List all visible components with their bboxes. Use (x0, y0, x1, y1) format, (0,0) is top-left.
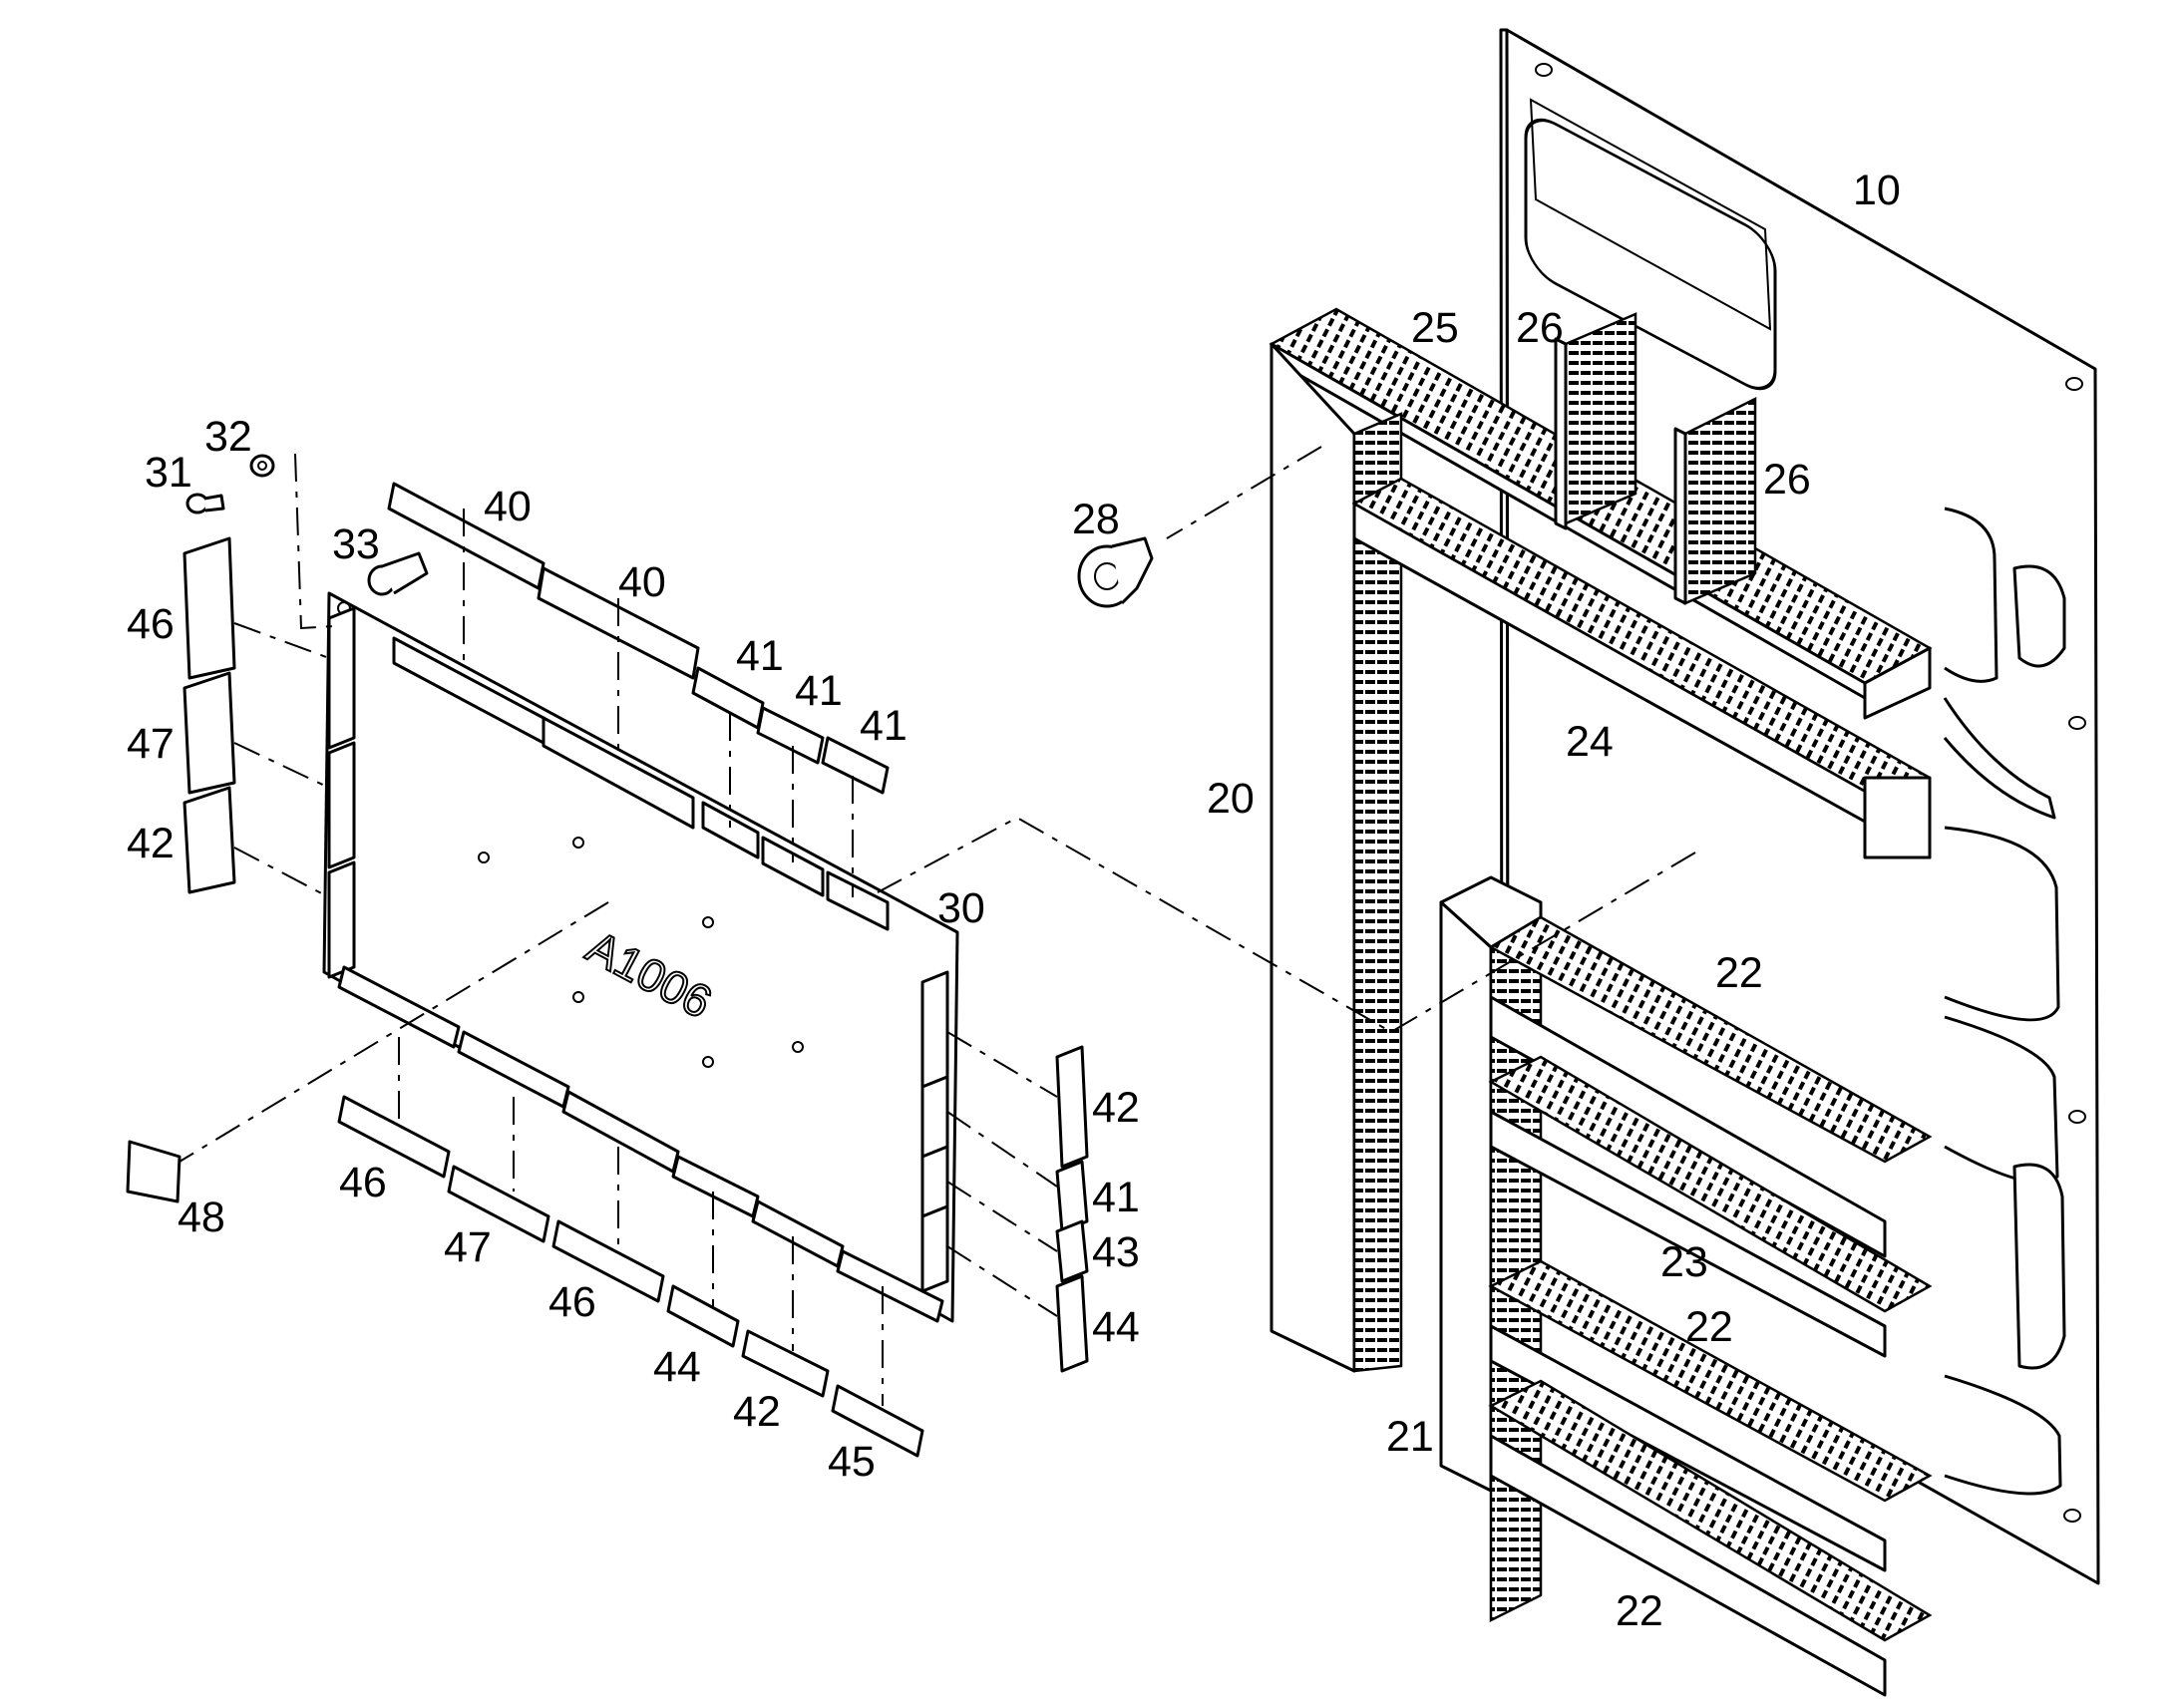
callout-44-right: 44 (1092, 1303, 1140, 1351)
leader-lines (179, 446, 1696, 1406)
callout-25: 25 (1411, 304, 1459, 352)
wire-duct-frame-lower (1439, 875, 1933, 1697)
callout-40-upper: 40 (484, 483, 532, 530)
callout-46-left: 46 (127, 600, 175, 648)
callout-30: 30 (937, 884, 985, 932)
callout-41-a: 41 (736, 632, 784, 680)
terminal-connectors (126, 482, 1089, 1458)
callout-42-left: 42 (127, 820, 175, 867)
callout-43: 43 (1092, 1228, 1140, 1276)
callout-42-right: 42 (1092, 1084, 1140, 1132)
callout-42-bottom: 42 (733, 1388, 781, 1436)
callout-47-bottom: 47 (444, 1223, 492, 1271)
callout-45: 45 (828, 1438, 876, 1486)
callout-23: 23 (1660, 1238, 1708, 1286)
wire-duct-risers (1554, 312, 1757, 605)
callout-40-lower: 40 (618, 558, 666, 606)
callout-32: 32 (204, 413, 252, 461)
callout-48: 48 (178, 1194, 225, 1241)
callout-47-left: 47 (127, 720, 175, 768)
callout-28: 28 (1072, 496, 1120, 543)
callout-41-right: 41 (1092, 1174, 1140, 1221)
callout-41-b: 41 (795, 667, 843, 715)
callout-21: 21 (1386, 1413, 1434, 1461)
circuit-board: A1006 (322, 591, 959, 1323)
callout-labels: 10 25 26 26 28 24 20 22 23 22 21 22 30 3… (127, 167, 1901, 1635)
screw-28 (1077, 536, 1154, 608)
callout-26-left: 26 (1516, 304, 1564, 352)
callout-22-lower: 22 (1616, 1587, 1663, 1635)
callout-33: 33 (332, 520, 380, 568)
small-hardware (185, 454, 429, 596)
callout-31: 31 (145, 449, 192, 497)
callout-10: 10 (1853, 167, 1901, 214)
callout-26-right: 26 (1763, 456, 1811, 504)
callout-46-bottom-a: 46 (339, 1159, 387, 1206)
callout-44-bottom: 44 (653, 1343, 701, 1391)
mounting-panel (1499, 28, 2100, 1585)
callout-22-upper: 22 (1715, 949, 1763, 997)
callout-20: 20 (1207, 775, 1255, 823)
callout-24: 24 (1566, 718, 1614, 766)
callout-46-bottom-b: 46 (548, 1278, 596, 1326)
callout-22-middle: 22 (1685, 1303, 1733, 1351)
callout-41-c: 41 (860, 702, 908, 750)
